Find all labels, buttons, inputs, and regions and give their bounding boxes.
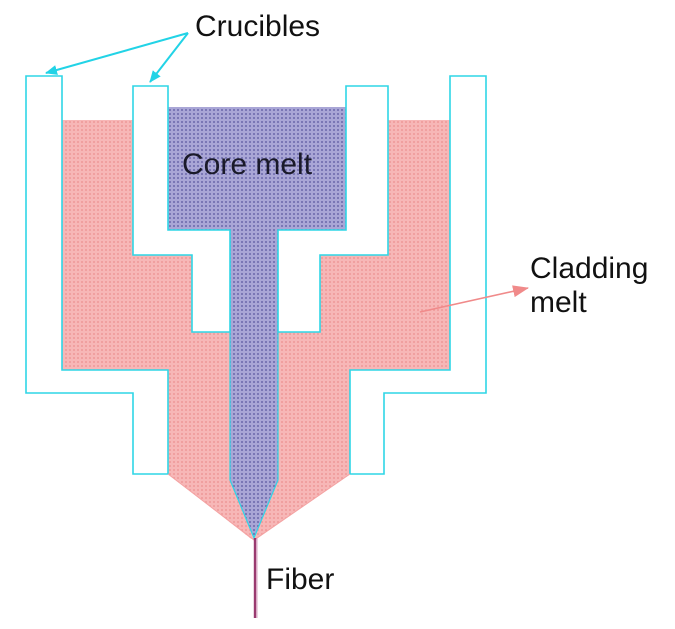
cladding-label-line2: melt bbox=[530, 286, 587, 319]
inner-crucible-right-wall bbox=[277, 85, 389, 333]
core-melt-region bbox=[168, 107, 346, 538]
cladding-label-line1: Cladding bbox=[530, 252, 649, 285]
crucibles-arrow-outer bbox=[45, 32, 189, 75]
core-melt-label: Core melt bbox=[182, 148, 313, 181]
cladding-melt-region bbox=[62, 120, 450, 540]
crucibles-label: Crucibles bbox=[195, 10, 321, 43]
cladding-melt-label: Cladding melt bbox=[530, 252, 648, 320]
outer-crucible-right-wall bbox=[349, 75, 487, 475]
fiber-label: Fiber bbox=[266, 563, 335, 596]
crucibles-arrow-inner bbox=[149, 32, 189, 83]
cladding-arrow bbox=[419, 285, 529, 313]
